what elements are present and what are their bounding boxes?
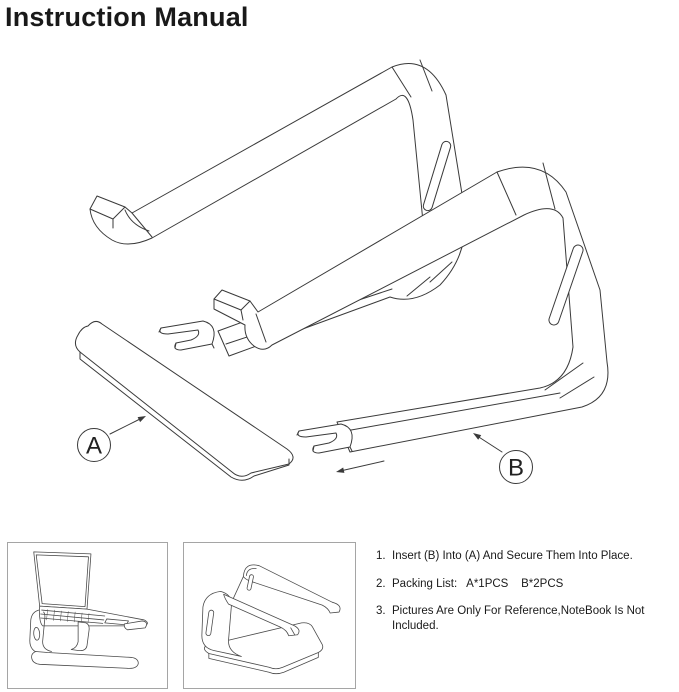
part-a-base-plate [74,320,294,481]
stand-front-leg [201,590,300,657]
laptop-on-stand-illustration [29,551,148,669]
label-b-callout: B [473,433,533,484]
notebook-screen [33,551,92,610]
instruction-number: 3. [376,605,386,617]
instruction-number: 2. [376,577,386,590]
label-a-callout: A [77,416,146,462]
label-b-text: B [508,455,524,482]
assembled-stand-illustration [201,564,341,675]
instruction-text: Insert (B) Into (A) And Secure Them Into… [392,550,633,562]
instruction-text: Packing List: A*1PCS B*2PCS [392,577,564,590]
fork-connector-front [297,423,353,454]
instruction-number: 1. [376,550,386,562]
page-title: Instruction Manual [5,2,249,32]
slide-direction-arrow [336,460,385,473]
thumbnail-laptop-on-stand [7,542,168,689]
label-a-text: A [86,433,102,460]
instruction-list: 1. Insert (B) Into (A) And Secure Them I… [376,549,676,646]
arrow-to-a [137,416,146,423]
thumbnail-stand-only [183,542,356,689]
stand-platform-hook [123,620,148,631]
stand-rear-leg [232,564,341,614]
label-b-circle [499,450,533,484]
instruction-text: Pictures Are Only For Reference,NoteBook… [392,605,648,632]
fork-connector-rear [159,320,215,351]
stand-body [29,609,139,669]
part-b-stand-leg-front [213,162,609,454]
instruction-item-1: 1. Insert (B) Into (A) And Secure Them I… [376,549,676,564]
label-a-circle [77,428,111,462]
exploded-assembly-diagram: A B [74,59,609,484]
arrow-to-b [473,433,482,440]
instruction-item-2: 2. Packing List: A*1PCS B*2PCS [376,577,676,592]
instruction-item-3: 3. Pictures Are Only For Reference,NoteB… [376,604,676,633]
